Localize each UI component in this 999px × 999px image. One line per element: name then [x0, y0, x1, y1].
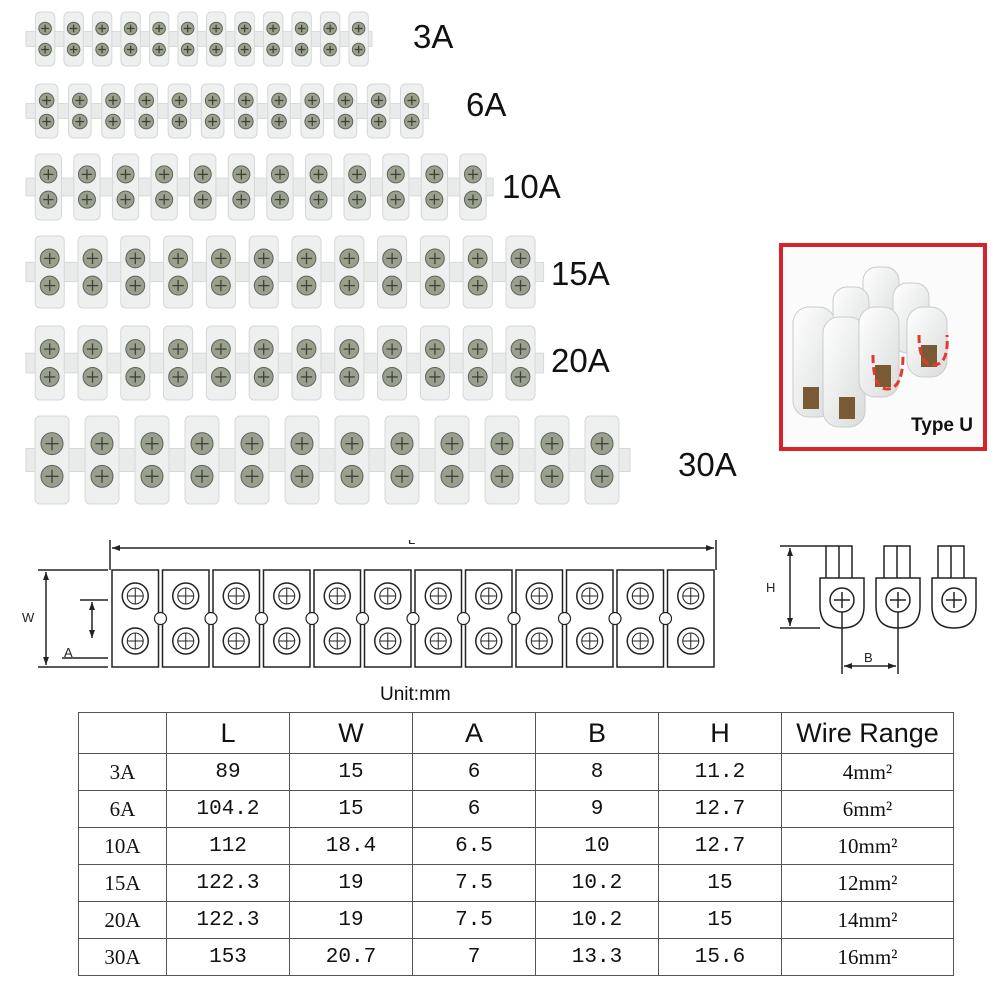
table-cell: 10mm² [781, 827, 954, 865]
table-cell: 122.3 [166, 864, 290, 902]
table-cell: 6A [78, 790, 167, 828]
table-cell: 6.5 [412, 827, 536, 865]
strip-rating-label: 6A [466, 86, 507, 123]
table-cell: 14mm² [781, 901, 954, 939]
dim-label-a: A [64, 645, 73, 660]
strip-rating-label: 30A [678, 446, 737, 483]
table-cell: 12.7 [658, 827, 782, 865]
terminal-strip-3a [25, 11, 373, 67]
table-cell: 13.3 [535, 938, 659, 976]
table-cell: 15 [658, 901, 782, 939]
table-cell: 153 [166, 938, 290, 976]
table-cell: 112 [166, 827, 290, 865]
strip-rating-label: 3A [413, 18, 454, 55]
table-cell: 15.6 [658, 938, 782, 976]
dim-label-b: B [864, 650, 873, 665]
table-cell: 11.2 [658, 753, 782, 791]
table-cell: 15 [289, 790, 413, 828]
table-header-cell: Wire Range [781, 712, 954, 754]
dim-label-w: W [22, 610, 35, 625]
type-u-label: Type U [911, 415, 973, 436]
table-cell: 9 [535, 790, 659, 828]
table-cell: 19 [289, 901, 413, 939]
table-cell: 20A [78, 901, 167, 939]
table-cell: 4mm² [781, 753, 954, 791]
table-cell: 16mm² [781, 938, 954, 976]
terminal-strip-30a [25, 415, 631, 505]
table-cell: 19 [289, 864, 413, 902]
table-header-cell [78, 712, 167, 754]
type-u-illustration [792, 266, 949, 428]
table-cell: 18.4 [289, 827, 413, 865]
table-header-cell: A [412, 712, 536, 754]
table-cell: 8 [535, 753, 659, 791]
table-cell: 6mm² [781, 790, 954, 828]
table-cell: 122.3 [166, 901, 290, 939]
unit-label: Unit:mm [380, 684, 451, 705]
table-cell: 7.5 [412, 864, 536, 902]
table-cell: 12mm² [781, 864, 954, 902]
table-header-cell: L [166, 712, 290, 754]
table-cell: 15 [658, 864, 782, 902]
strip-rating-label: 20A [551, 342, 610, 379]
table-cell: 6 [412, 753, 536, 791]
terminal-strip-6a [25, 83, 429, 139]
table-header-cell: B [535, 712, 659, 754]
type-u-inset: Type U [779, 243, 987, 451]
table-header-cell: H [658, 712, 782, 754]
terminal-strip-15a [25, 235, 545, 309]
terminal-strip-drawing [111, 569, 715, 668]
table-cell: 3A [78, 753, 167, 791]
table-cell: 7 [412, 938, 536, 976]
side-view-drawing [819, 545, 977, 629]
table-cell: 89 [166, 753, 290, 791]
dimension-drawing: L W A H B [22, 540, 977, 674]
table-cell: 15 [289, 753, 413, 791]
table-cell: 10 [535, 827, 659, 865]
table-cell: 20.7 [289, 938, 413, 976]
dim-label-h: H [766, 580, 775, 595]
table-cell: 6 [412, 790, 536, 828]
table-cell: 12.7 [658, 790, 782, 828]
terminal-strip-20a [25, 325, 545, 401]
table-cell: 7.5 [412, 901, 536, 939]
table-header-cell: W [289, 712, 413, 754]
table-cell: 104.2 [166, 790, 290, 828]
table-cell: 30A [78, 938, 167, 976]
table-cell: 10.2 [535, 864, 659, 902]
table-cell: 15A [78, 864, 167, 902]
table-cell: 10A [78, 827, 167, 865]
table-cell: 10.2 [535, 901, 659, 939]
strip-rating-label: 10A [502, 168, 561, 205]
dim-label-l: L [408, 540, 415, 547]
strip-rating-label: 15A [551, 255, 610, 292]
terminal-strip-10a [25, 153, 494, 221]
